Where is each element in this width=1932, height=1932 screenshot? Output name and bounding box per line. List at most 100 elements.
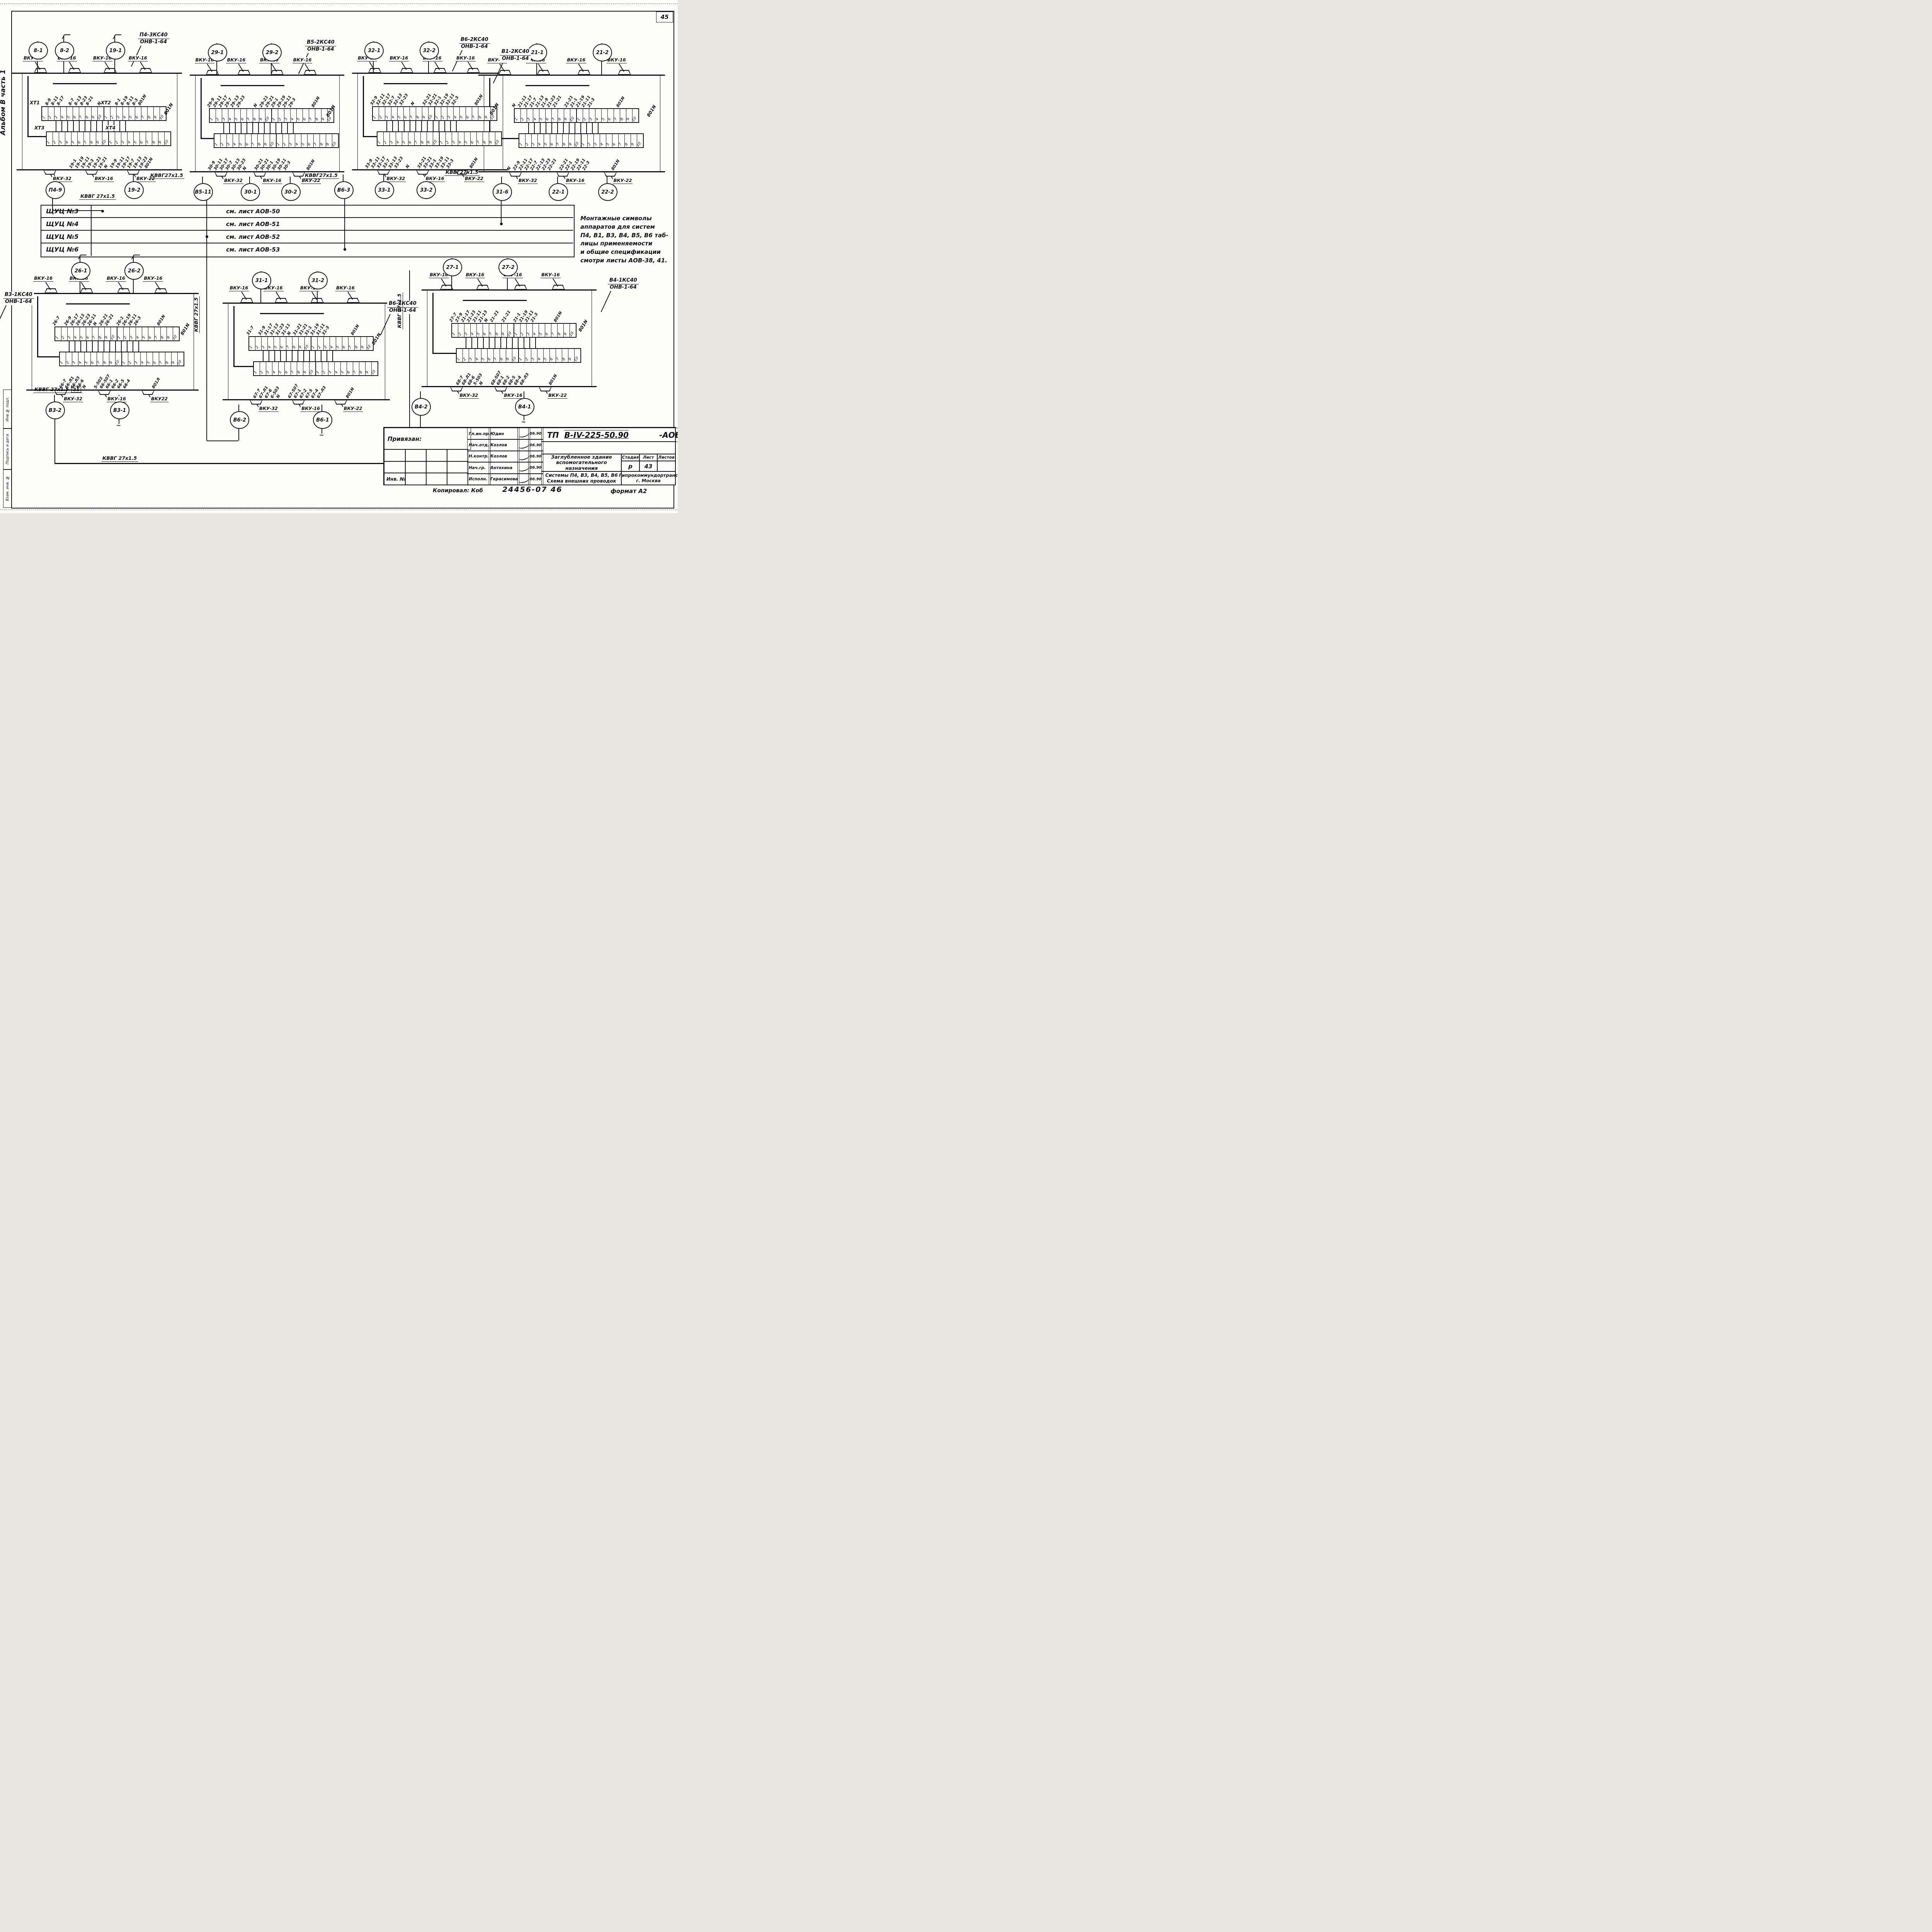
- terminal-number: 4: [599, 142, 604, 147]
- terminal-number: 2: [282, 142, 287, 147]
- terminal-cell: 6: [240, 109, 247, 122]
- terminal-cell: 4: [470, 324, 477, 337]
- terminal-number: 8: [619, 117, 624, 122]
- note-line2: ОНВ-1-64: [609, 284, 637, 291]
- terminal-cell: 7: [290, 362, 297, 375]
- bundle-wire: [286, 351, 287, 361]
- terminal-number: 6: [482, 332, 487, 337]
- cable-stem: [321, 405, 322, 411]
- terminal-cell: 8: [98, 327, 105, 340]
- junction-dot: [500, 222, 503, 225]
- terminal-cell: 3: [261, 337, 268, 350]
- feeder-h1: [525, 85, 589, 86]
- cable-number-box: 21: [71, 386, 81, 393]
- terminal-cell: 5: [397, 107, 404, 120]
- terminal-cell: 4: [78, 352, 85, 366]
- terminal-number: 2: [383, 140, 388, 145]
- terminal-number: 7: [471, 115, 476, 120]
- terminal-number: 5: [296, 117, 301, 122]
- sign-name: Козлов: [489, 450, 519, 463]
- object-line3: назначения: [565, 465, 598, 471]
- terminal-number: 4: [537, 142, 542, 147]
- terminal-cell: 7: [309, 109, 315, 122]
- vku-label-top-p4-2: ВКУ-16: [92, 55, 112, 61]
- cable-entry-icon: [433, 68, 447, 73]
- tilde-mark: ~: [116, 422, 121, 429]
- top-bus-p4: [17, 73, 182, 74]
- terminal-number: 10: [506, 331, 513, 337]
- terminal-number: 1: [271, 117, 277, 122]
- terminal-cell: 7: [92, 327, 99, 340]
- cable-exit-icon: [43, 170, 56, 175]
- terminal-number: 10: [494, 139, 500, 146]
- terminal-cell: 8: [420, 132, 427, 145]
- cable-circle-22-1: 22-1: [549, 183, 568, 201]
- terminal-number: 7: [313, 142, 318, 147]
- terminal-cell: 3: [121, 132, 128, 145]
- terminal-number: 1: [104, 115, 109, 120]
- terminal-number: 8: [160, 335, 165, 340]
- cable-entry-icon: [537, 70, 550, 75]
- cable-entry-icon: [34, 68, 47, 73]
- panel-name-5: ЩУЦ №5: [46, 233, 79, 240]
- cable-stem: [289, 177, 291, 183]
- album-side-label: Альбом В часть 1: [0, 69, 7, 135]
- terminal-cell: 10: [511, 349, 519, 362]
- revision-cell: [426, 449, 447, 462]
- terminal-number: 8: [562, 142, 567, 147]
- terminal-number: 9: [158, 140, 163, 145]
- bus-to-frame: [11, 73, 22, 74]
- terminal-number: 8: [420, 140, 425, 145]
- terminal-number: 7: [613, 117, 618, 122]
- terminal-number: 2: [524, 357, 529, 362]
- terminal-number: 7: [96, 360, 102, 365]
- terminal-cell: 4: [329, 337, 336, 350]
- bundle-wire: [528, 123, 529, 133]
- sign-date: 06.90: [528, 473, 543, 485]
- cable-entry-icon: [274, 298, 288, 303]
- terminal-number: 2: [520, 117, 525, 122]
- terminal-number: 5: [238, 142, 244, 147]
- wire-line: [501, 200, 502, 224]
- terminal-cell: 2: [520, 109, 527, 122]
- terminal-cell: 9: [104, 327, 111, 340]
- vku-label-top-v5-3: ВКУ-16: [292, 57, 313, 63]
- terminal-cell: 5: [66, 107, 73, 120]
- terminal-cell: 9: [484, 107, 491, 120]
- vku-label-bottom-v1-0: ВКУ-32: [517, 178, 538, 184]
- terminal-cell: 9: [171, 352, 178, 366]
- terminal-cell: 2: [317, 337, 324, 350]
- note-text-line: и общие спецификации: [580, 248, 661, 255]
- terminal-number: 6: [470, 140, 475, 145]
- bundle-wire: [386, 121, 387, 131]
- terminal-cell: 8: [85, 107, 92, 120]
- terminal-number: 6: [240, 117, 245, 122]
- terminal-cell: 6: [346, 362, 353, 375]
- terminal-cell: 6: [307, 134, 314, 147]
- terminal-cell: 9: [505, 349, 512, 362]
- terminal-number: 5: [605, 142, 611, 147]
- sign-role: Н.контр.: [467, 450, 491, 463]
- terminal-number: 9: [263, 142, 269, 147]
- terminal-cell: 8: [90, 132, 96, 145]
- terminal-number: 7: [414, 140, 419, 145]
- terminal-number: 4: [537, 357, 542, 362]
- terminal-number: 9: [365, 370, 370, 375]
- cable-circle-33-2: 33-2: [417, 181, 436, 199]
- terminal-number: 8: [499, 357, 504, 362]
- terminal-cell: 4: [474, 349, 481, 362]
- terminal-cell: 5: [239, 134, 245, 147]
- terminal-cell: 2: [66, 352, 72, 366]
- terminal-number: 6: [465, 115, 470, 120]
- cable-entry-icon: [552, 285, 565, 290]
- terminal-number: 1: [581, 142, 586, 147]
- terminal-number: 7: [493, 357, 498, 362]
- terminal-number: 4: [391, 115, 396, 120]
- terminal-number: 5: [476, 332, 481, 337]
- revision-cell: [384, 473, 406, 485]
- terminal-cell: 1: [55, 327, 61, 340]
- terminal-cell: 1: [272, 109, 278, 122]
- terminal-number: 5: [340, 370, 345, 375]
